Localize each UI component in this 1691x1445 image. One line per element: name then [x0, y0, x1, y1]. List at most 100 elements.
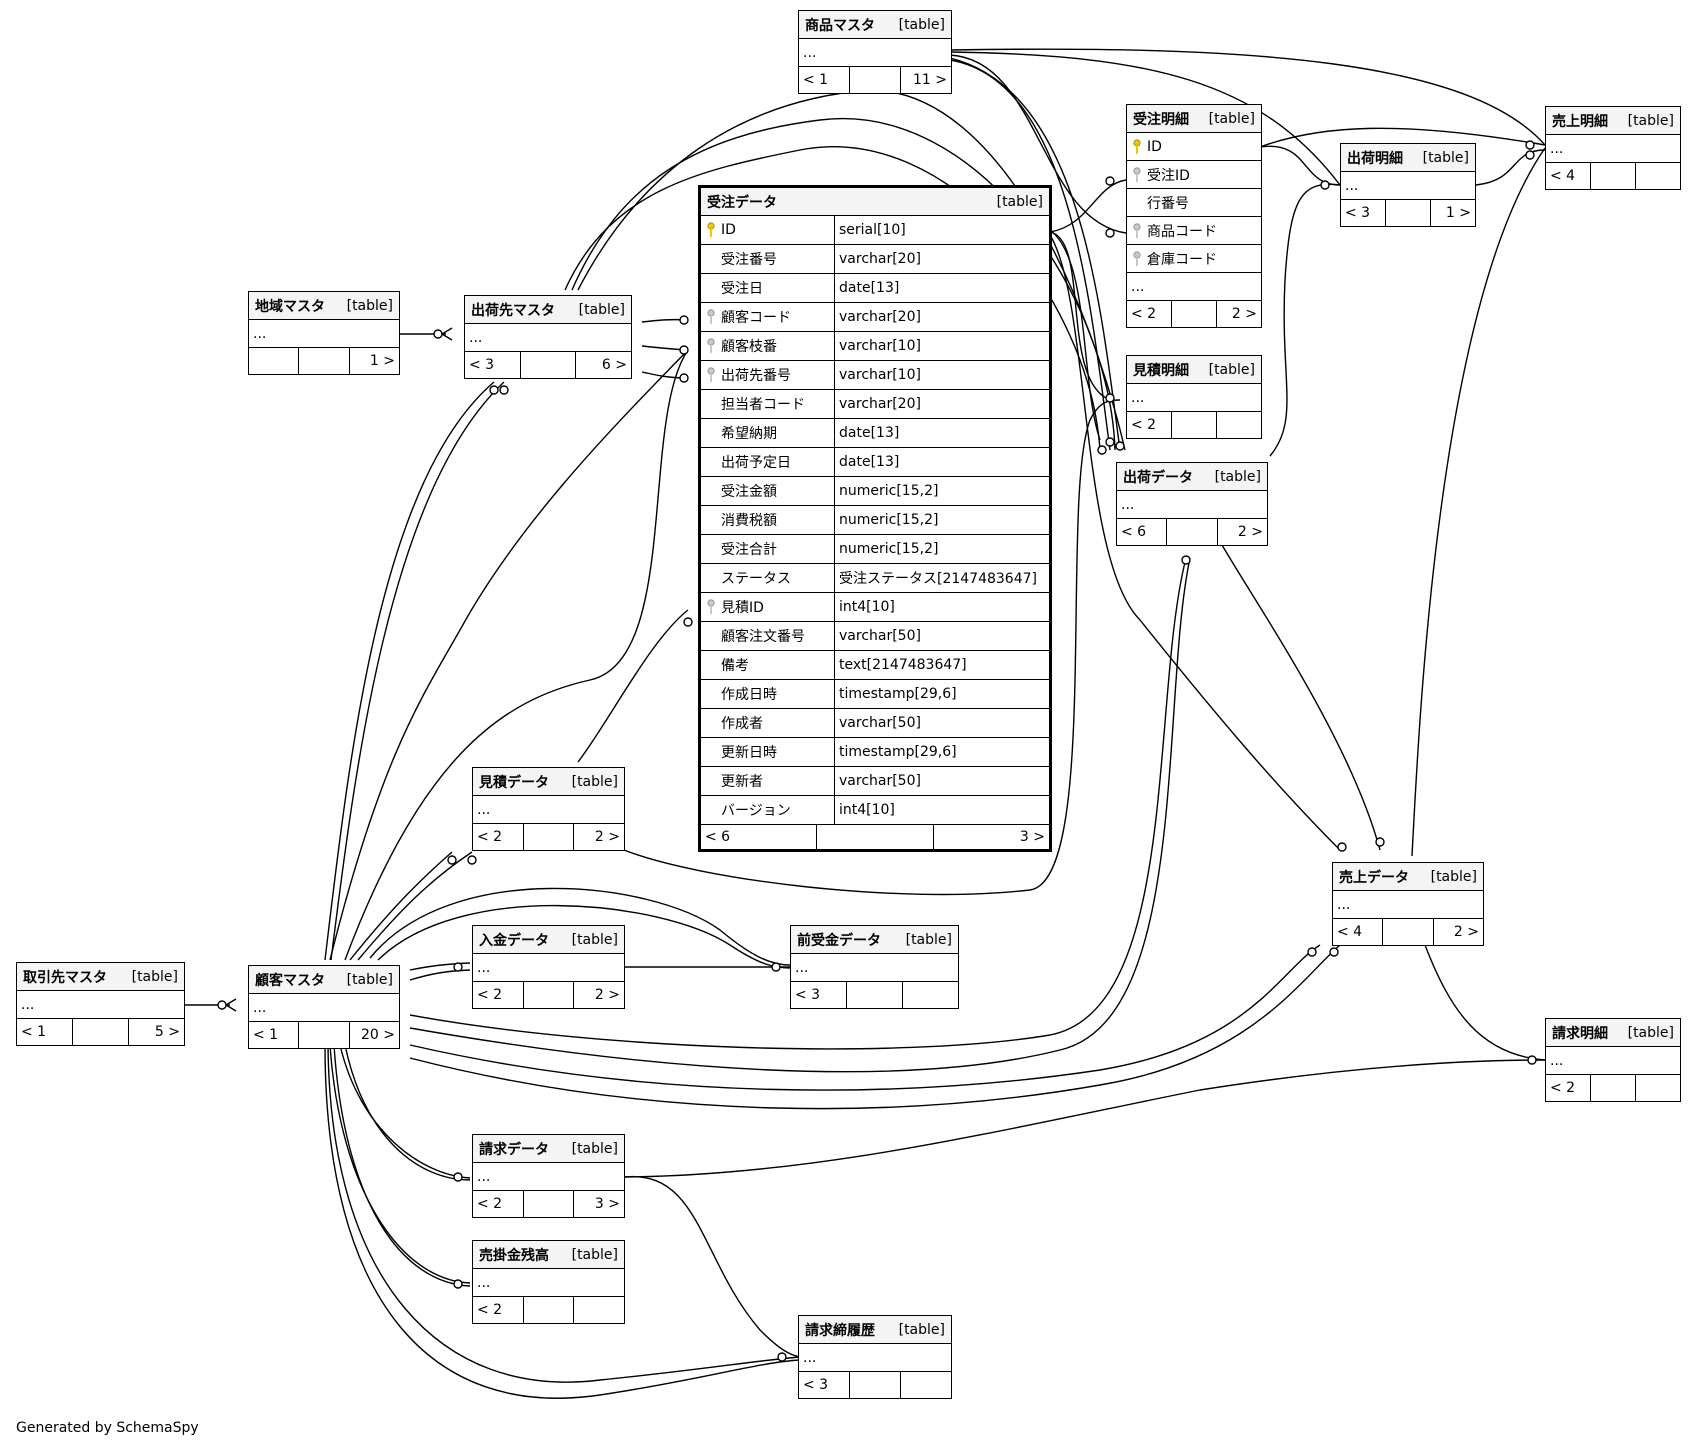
children-count: 1 > — [1445, 205, 1471, 221]
edge — [1221, 544, 1381, 851]
table-card[interactable]: 受注明細[table] ID 受注ID 行番号 商品コード 倉庫コード ... … — [1126, 104, 1262, 328]
edge — [1259, 127, 1546, 148]
foreign-key-icon — [701, 367, 721, 383]
footer-mid — [1591, 1075, 1636, 1101]
table-name: 受注明細 — [1133, 111, 1189, 128]
edge — [949, 51, 1341, 186]
footer-mid — [1172, 301, 1217, 327]
parents-count: < 3 — [799, 1372, 850, 1398]
column-type: int4[10] — [839, 599, 895, 615]
table-type: [table] — [996, 193, 1043, 210]
edge — [1269, 183, 1341, 457]
edge — [1259, 145, 1341, 186]
parents-count: < 1 — [799, 67, 850, 93]
column-name: 倉庫コード — [1147, 251, 1217, 268]
table-card[interactable]: 地域マスタ[table] ... 1 > — [248, 291, 400, 375]
column-type: date[13] — [839, 454, 900, 470]
children-count: 5 > — [154, 1024, 180, 1040]
table-type: [table] — [571, 773, 618, 790]
table-card[interactable]: 請求明細[table] ... < 2 — [1545, 1018, 1681, 1102]
column-name: 受注日 — [721, 281, 763, 297]
table-name: 売掛金残高 — [479, 1247, 549, 1264]
edge — [624, 1059, 1546, 1178]
ellipsis: ... — [1550, 140, 1564, 157]
table-type: [table] — [1214, 468, 1261, 485]
edge — [623, 399, 1121, 896]
edge — [409, 962, 471, 971]
parents-count: < 3 — [465, 352, 521, 378]
edge — [409, 557, 1191, 1073]
table-name: 商品マスタ — [805, 17, 875, 34]
column-name: 担当者コード — [721, 397, 805, 413]
table-type: [table] — [131, 968, 178, 985]
children-count — [1636, 1075, 1680, 1101]
column-type: text[2147483647] — [839, 657, 967, 673]
edge — [377, 904, 791, 969]
edge — [409, 944, 1321, 1091]
children-count: 6 > — [601, 357, 628, 373]
column-name: 顧客コード — [721, 310, 791, 326]
table-card[interactable]: 売掛金残高[table] ... < 2 — [472, 1240, 625, 1324]
footer-mid — [1386, 200, 1431, 226]
ellipsis: ... — [477, 801, 491, 818]
parents-count: < 6 — [701, 825, 818, 849]
edge — [329, 349, 689, 961]
column-name: 受注番号 — [721, 252, 777, 268]
table-type: [table] — [1627, 1024, 1674, 1041]
foreign-key-icon — [1127, 250, 1147, 267]
edge — [1049, 229, 1101, 441]
column-type: 受注ステータス[2147483647] — [839, 571, 1037, 587]
table-type: [table] — [346, 971, 393, 988]
column-type: numeric[15,2] — [839, 541, 939, 557]
edge — [333, 1044, 471, 1287]
column-name: 出荷予定日 — [721, 455, 791, 471]
ellipsis: ... — [1550, 1052, 1564, 1069]
footer-mid — [524, 982, 575, 1008]
children-count — [1636, 163, 1680, 189]
edge — [564, 146, 1101, 451]
footer-mid — [299, 1022, 350, 1048]
ellipsis: ... — [1345, 177, 1359, 194]
children-count: 2 > — [1237, 524, 1263, 540]
table-card[interactable]: 見積明細[table] ... < 2 — [1126, 355, 1262, 439]
parents-count: < 3 — [1341, 200, 1386, 226]
footer-mid — [299, 348, 350, 374]
children-count: 11 > — [913, 72, 947, 88]
column-type: varchar[20] — [839, 396, 921, 412]
ellipsis: ... — [1131, 278, 1145, 295]
table-name: 受注データ — [707, 194, 777, 211]
edge — [1411, 147, 1546, 857]
table-card[interactable]: 売上明細[table] ... < 4 — [1545, 106, 1681, 190]
parents-count — [249, 348, 300, 374]
ellipsis: ... — [477, 1274, 491, 1291]
table-type: [table] — [571, 1246, 618, 1263]
children-count: 2 > — [594, 829, 621, 845]
column-name: 行番号 — [1147, 195, 1189, 212]
edge — [624, 1176, 801, 1358]
column-type: varchar[50] — [839, 628, 921, 644]
table-name: 出荷データ — [1123, 469, 1193, 486]
children-count: 3 > — [594, 1196, 621, 1212]
table-card[interactable]: 請求締履歴[table] ... < 3 — [798, 1315, 952, 1399]
primary-key-icon — [701, 222, 721, 238]
table-type: [table] — [1430, 868, 1477, 885]
table-card[interactable]: 前受金データ[table] ... < 3 — [790, 925, 959, 1009]
footer-mid — [850, 1372, 901, 1398]
